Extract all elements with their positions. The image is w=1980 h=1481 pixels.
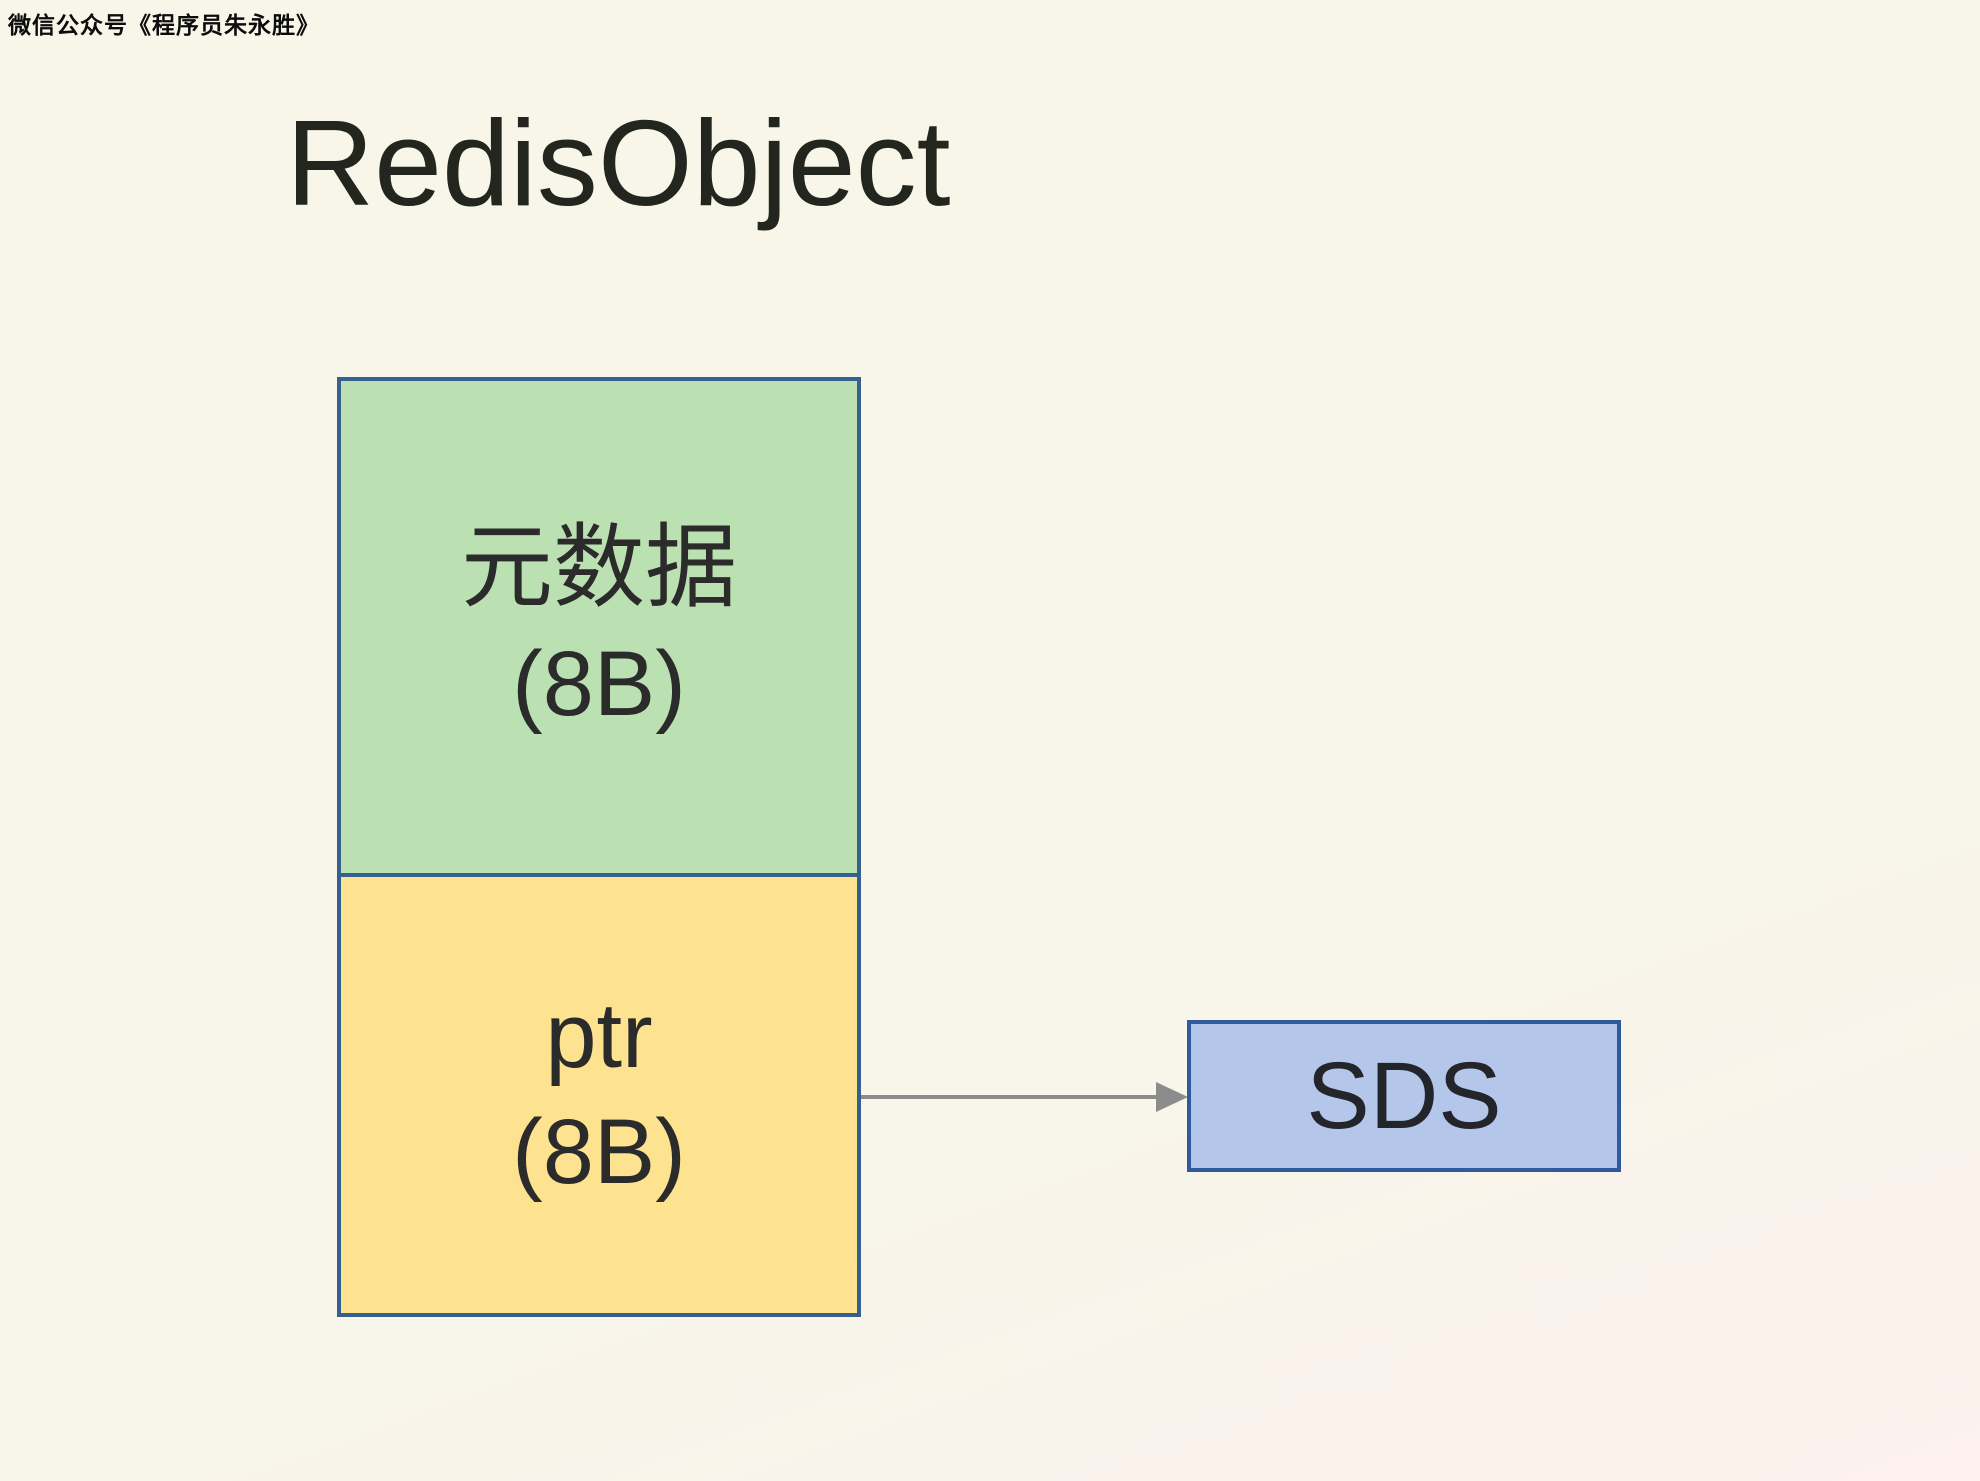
cell-metadata-size: (8B) bbox=[512, 633, 686, 735]
watermark-text: 微信公众号《程序员朱永胜》 bbox=[8, 12, 320, 38]
cell-ptr-label: ptr bbox=[545, 985, 653, 1088]
ptr-to-sds-arrow-head-icon bbox=[1156, 1082, 1188, 1112]
cell-ptr: ptr (8B) bbox=[341, 877, 857, 1313]
redis-object-box: 元数据 (8B) ptr (8B) bbox=[337, 377, 861, 1317]
cell-ptr-size: (8B) bbox=[512, 1101, 686, 1203]
page-title: RedisObject bbox=[286, 95, 951, 231]
ptr-to-sds-arrow-line bbox=[861, 1095, 1160, 1099]
sds-box: SDS bbox=[1187, 1020, 1621, 1172]
cell-metadata: 元数据 (8B) bbox=[341, 381, 857, 877]
cell-metadata-label: 元数据 bbox=[460, 517, 737, 620]
sds-label: SDS bbox=[1306, 1042, 1502, 1149]
